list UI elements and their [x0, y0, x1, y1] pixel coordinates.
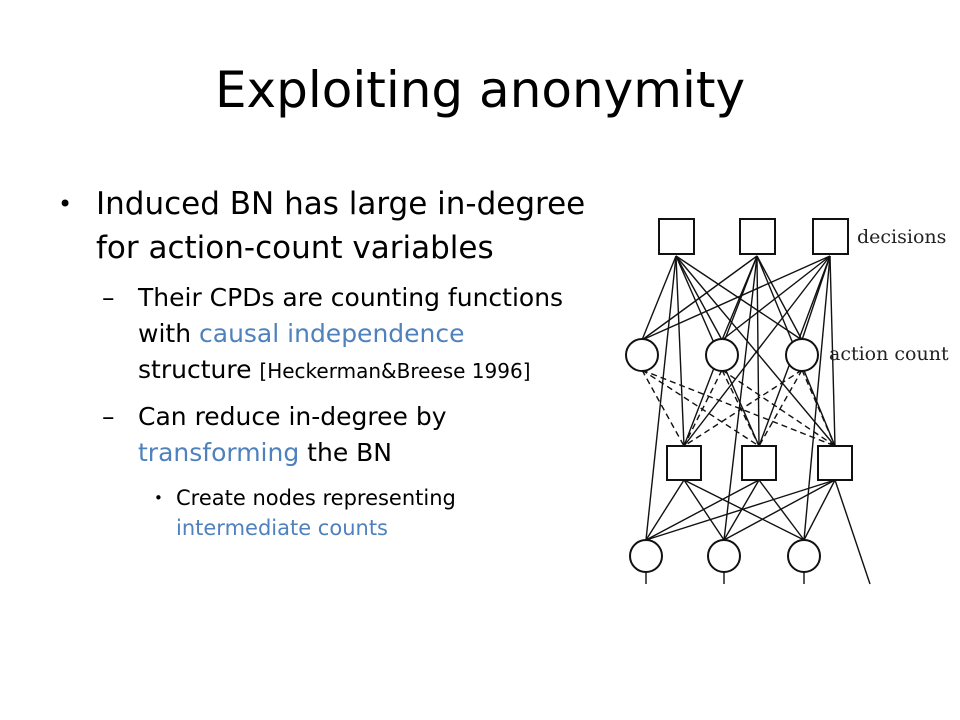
bullet-text-line: Induced BN has large in-degree — [96, 186, 586, 222]
dash-mark: – — [102, 402, 115, 431]
bullet-text-line: structure [Heckerman&Breese 1996] — [138, 352, 618, 389]
dash-mark: – — [102, 283, 115, 312]
highlight-transforming: transforming — [138, 438, 300, 467]
edges-decisions-to-counts — [641, 255, 831, 341]
action-count-node — [629, 539, 663, 573]
label-decisions: decisions — [857, 226, 946, 248]
decision-nodes — [658, 218, 849, 255]
bullet-list: • Induced BN has large in-degree for act… — [58, 182, 618, 543]
action-count-node — [705, 338, 739, 372]
decision-node — [739, 218, 776, 255]
highlight-causal-independence: causal independence — [199, 319, 465, 348]
bn-diagram: decisions action count — [625, 218, 949, 585]
bullet-text-line: for action-count variables — [96, 230, 494, 266]
decision-node — [817, 445, 853, 481]
bottom-count-nodes — [629, 539, 821, 573]
bullet-induced-bn: • Induced BN has large in-degree for act… — [58, 182, 618, 270]
action-count-node — [787, 539, 821, 573]
decision-node — [812, 218, 849, 255]
subbullet-reduce-indegree: – Can reduce in-degree by transforming t… — [58, 399, 618, 471]
subbullet-cpds: – Their CPDs are counting functions with… — [58, 280, 618, 389]
bullet-text-line: transforming the BN — [138, 435, 618, 471]
edges-lower-to-bottom — [645, 479, 871, 585]
action-count-node — [785, 338, 819, 372]
text-fragment: the BN — [299, 438, 392, 467]
subsubbullet-create-nodes: • Create nodes representing intermediate… — [58, 483, 618, 543]
decision-node — [658, 218, 695, 255]
bullet-text-line: Their CPDs are counting functions — [138, 283, 564, 312]
highlight-intermediate-counts: intermediate counts — [176, 516, 388, 540]
decision-node — [741, 445, 777, 481]
text-fragment: with — [138, 319, 199, 348]
action-count-node — [707, 539, 741, 573]
bullet-text-line: with causal independence — [138, 316, 618, 352]
decision-node — [666, 445, 702, 481]
bullet-text-line: Can reduce in-degree by — [138, 402, 447, 431]
edges-decisions-to-lower — [645, 255, 836, 541]
bullet-mark: • — [58, 190, 73, 218]
text-fragment: structure — [138, 355, 260, 384]
edges-counts-dashed — [641, 369, 836, 447]
label-action-count: action count — [829, 343, 949, 365]
citation: [Heckerman&Breese 1996] — [259, 359, 531, 383]
slide-title: Exploiting anonymity — [214, 61, 746, 119]
lower-decision-nodes — [666, 445, 853, 481]
bullet-text-line: Create nodes representing — [176, 486, 456, 510]
action-count-nodes — [625, 338, 819, 372]
action-count-node — [625, 338, 659, 372]
bullet-mark: • — [154, 489, 163, 507]
